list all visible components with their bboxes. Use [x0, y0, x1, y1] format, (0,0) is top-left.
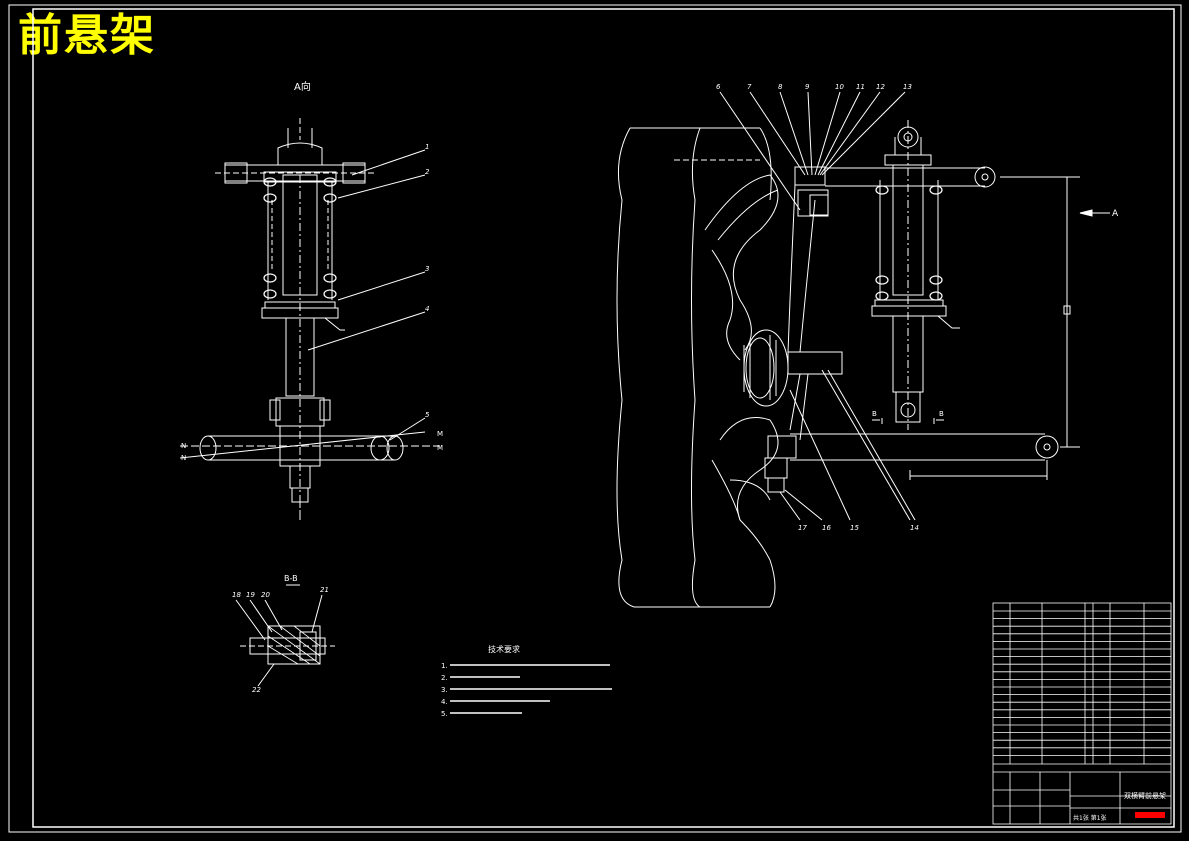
section-label: B-B: [284, 574, 298, 583]
arrow-label: A: [1112, 209, 1119, 219]
callout-13: 13: [903, 83, 912, 91]
section-b-b: [235, 584, 335, 687]
callout-15: 15: [850, 524, 859, 532]
label-b-2: B: [939, 410, 944, 418]
callout-11: 11: [856, 83, 865, 91]
callout-16: 16: [822, 524, 831, 532]
tech-requirements: 技术要求 1. 2. 3. 4. 5.: [441, 644, 520, 718]
label-b-1: B: [872, 410, 877, 418]
callout-22: 22: [252, 686, 261, 694]
outer-border: [8, 4, 1182, 833]
title-block-sheet-info: 共1张 第1张: [1073, 814, 1107, 822]
tech-req-text-lines: [450, 664, 612, 714]
view-label-a: A向: [294, 80, 311, 93]
callout-20: 20: [261, 591, 270, 599]
callout-18: 18: [232, 591, 241, 599]
label-n-2: N: [181, 454, 186, 462]
callout-3: 3: [425, 265, 429, 273]
title-block-drawing-name: 双横臂前悬架: [1124, 791, 1166, 800]
label-m-1: M: [437, 430, 443, 438]
title-block-red-stamp: [1135, 812, 1165, 818]
tech-req-4: 4.: [441, 698, 448, 706]
callout-19: 19: [246, 591, 255, 599]
callout-7: 7: [747, 83, 752, 91]
drawing-title: 前悬架: [18, 10, 156, 61]
tech-req-2: 2.: [441, 674, 448, 682]
callout-4: 4: [425, 305, 429, 313]
callout-10: 10: [835, 83, 844, 91]
callout-1: 1: [425, 143, 429, 151]
tech-requirements-heading: 技术要求: [488, 644, 520, 654]
front-view-leaders: [307, 149, 426, 441]
callout-17: 17: [798, 524, 807, 532]
tech-req-1: 1.: [441, 662, 448, 670]
callout-8: 8: [778, 83, 783, 91]
side-view-leaders: [719, 91, 911, 521]
tech-req-3: 3.: [441, 686, 448, 694]
callout-5: 5: [425, 411, 430, 419]
inner-border: [32, 8, 1175, 828]
callout-12: 12: [876, 83, 885, 91]
callout-2: 2: [425, 168, 430, 176]
label-n-1: N: [181, 442, 186, 450]
callout-9: 9: [805, 83, 810, 91]
tech-req-5: 5.: [441, 710, 448, 718]
label-m-2: M: [437, 444, 443, 452]
callout-14: 14: [910, 524, 919, 532]
side-view: [616, 120, 1110, 608]
title-block: [992, 602, 1172, 825]
callout-6: 6: [716, 83, 721, 91]
callout-21: 21: [320, 586, 329, 594]
front-view: [179, 118, 440, 520]
